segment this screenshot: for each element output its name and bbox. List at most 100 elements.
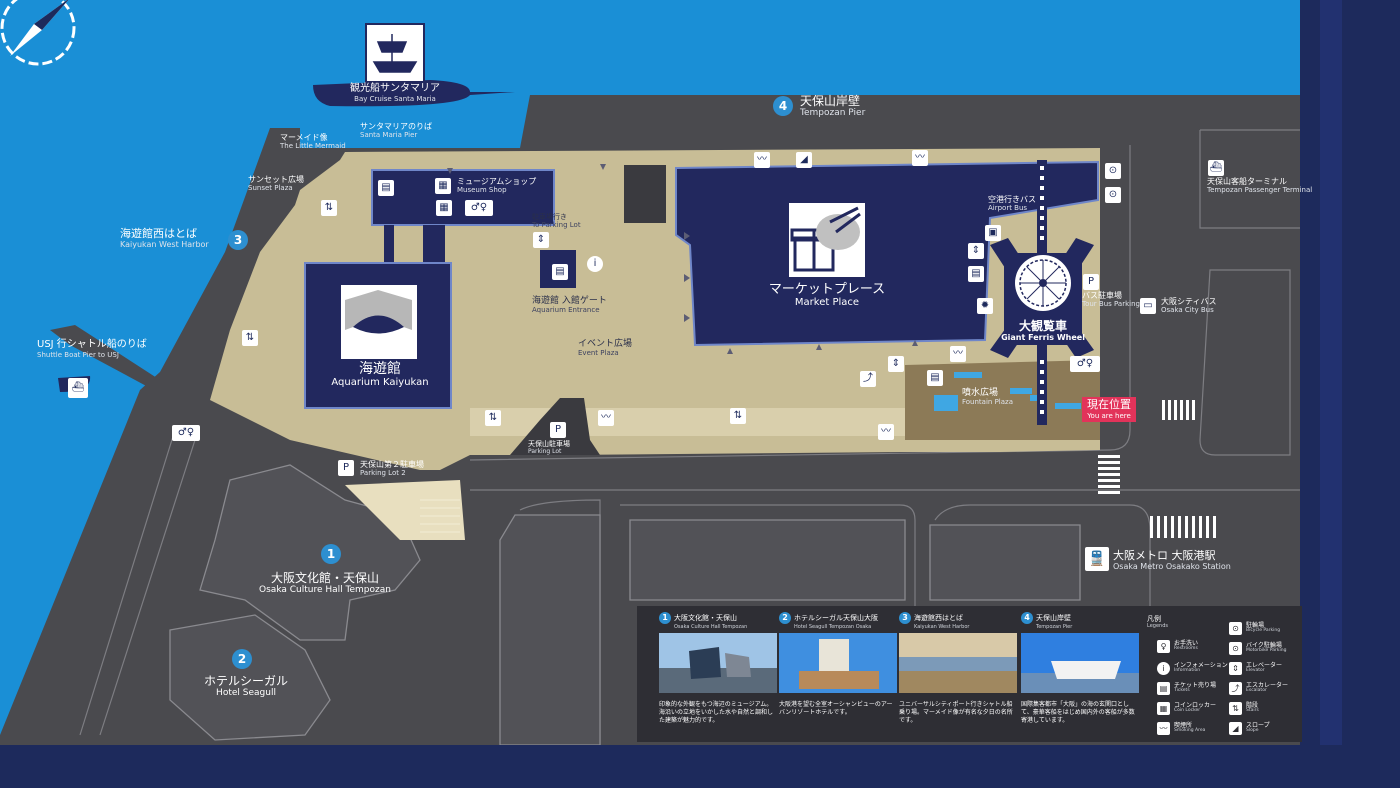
motorbike-icon: ⊙ [1229,642,1242,655]
stairs-icon: ⇅ [485,410,501,426]
smoking-icon: 〰 [912,150,928,166]
smoking-icon: 〰 [950,346,966,362]
elevator-icon: ⇕ [1229,662,1242,675]
motorbike-icon: ⊙ [1105,187,1121,203]
hotel-seagull-photo [779,633,897,693]
locker-icon: ▦ [435,178,451,194]
bus-icon: ▭ [1140,298,1156,314]
elevator-icon: ⇕ [968,243,984,259]
culture-hall-photo [659,633,777,693]
slope-icon: ◢ [1229,722,1242,735]
badge-2-hotel-seagull: 2 [232,649,252,669]
badge-4-tempozan-pier: 4 [773,96,793,116]
stairs-icon: ⇅ [242,330,258,346]
metro-icon: 🚆 [1085,547,1109,571]
ferris-wheel-icon: ✹ [977,298,993,314]
museum-shop-building [371,169,555,226]
badge-1-culture-hall: 1 [321,544,341,564]
ticket-icon: ▤ [1157,682,1170,695]
santa-maria-ship [313,80,515,107]
stairs-icon: ⇅ [321,200,337,216]
ferris-wheel-structure [990,160,1094,425]
escalator-icon: ⤴ [860,371,876,387]
info-icon: i [1157,662,1170,675]
restroom-icon: ♂♀ [1070,356,1100,372]
restroom-icon: ♂♀ [465,200,493,216]
culture-hall-building [199,464,421,641]
elevator-icon: ⇕ [888,356,904,372]
parking-icon: P [338,460,354,476]
parking-icon: P [550,422,566,438]
smoking-icon: 〰 [754,152,770,168]
hotel-seagull-building [169,614,331,741]
slope-icon: ◢ [796,152,812,168]
stairs-icon: ⇅ [1229,702,1242,715]
restroom-icon: ♂♀ [172,425,200,441]
smoking-icon: 〰 [878,424,894,440]
bus-parking-icon: P [1083,274,1099,290]
ticket-icon: ▤ [552,264,568,280]
smoking-icon: 〰 [1157,722,1170,735]
smoking-icon: 〰 [598,410,614,426]
ticket-icon: ▤ [968,266,984,282]
market-place-building [675,160,1099,347]
ticket-icon: ▤ [378,180,394,196]
bicycle-icon: ⊙ [1229,622,1242,635]
west-harbor-photo [899,633,1017,693]
restroom-icon: ♀ [1157,640,1170,653]
elevator-icon: ⇕ [533,232,549,248]
stairs-icon: ⇅ [730,408,746,424]
info-icon: i [587,256,603,272]
boat-icon: ⛴ [68,378,88,398]
ship-terminal-icon: ⛴ [1208,160,1224,176]
airport-bus-icon: ▣ [985,225,1001,241]
locker-icon: ▦ [1157,702,1170,715]
locker-icon: ▦ [436,200,452,216]
badge-3-west-harbor: 3 [228,230,248,250]
ticket-icon: ▤ [927,370,943,386]
tempozan-pier-photo [1021,633,1139,693]
